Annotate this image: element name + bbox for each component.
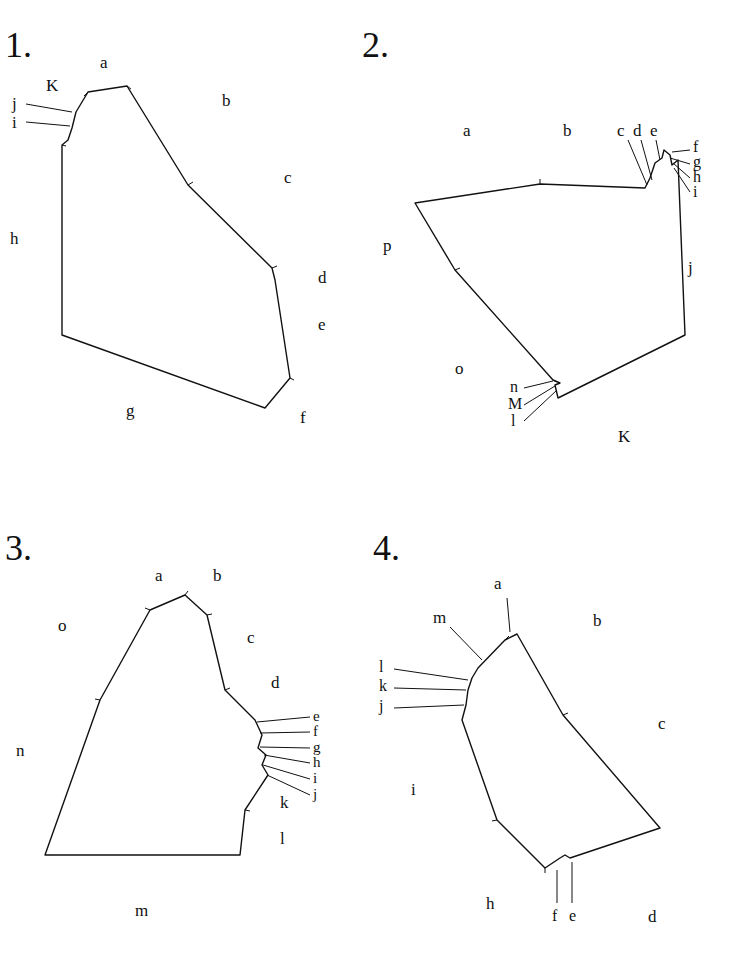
edge-letter: j [379,698,383,714]
edge-letter: f [552,908,557,924]
figure-number: 1. [5,27,32,63]
pattern-piece [62,86,290,408]
edge-letter: d [318,269,327,286]
edge-letter: h [10,230,19,247]
edge-letter: p [383,237,392,254]
edge-letter: l [379,659,383,675]
figure-number: 2. [362,27,389,63]
edge-letter: c [617,122,625,139]
edge-letter: j [688,259,693,276]
edge-letter: k [379,678,387,694]
edge-letter: g [126,402,135,419]
edge-letter: c [284,169,292,186]
edge-letter: e [318,316,326,333]
edge-letter: n [510,379,518,395]
pattern-piece [462,634,660,868]
edge-letter: j [313,787,317,802]
edge-letter: f [693,139,698,155]
edge-letter: c [247,629,255,646]
edge-letter: a [463,122,471,139]
figure-number: 4. [373,530,400,566]
edge-letter: d [633,122,642,139]
edge-letter: c [658,715,666,732]
edge-letter: M [508,396,522,412]
pattern-piece [45,595,268,855]
edge-letter: g [313,740,321,755]
edge-letter: a [494,575,502,592]
edge-letter: b [213,567,222,584]
edge-letter: h [486,895,495,912]
edge-letter: a [100,54,108,71]
edge-letter: g [693,154,701,170]
edge-letter: d [271,674,280,691]
edge-letter: f [313,724,318,739]
edge-letter: b [222,92,231,109]
edge-letter: K [618,428,630,445]
edge-letter: a [155,567,163,584]
edge-letter: e [650,122,658,139]
edge-letter: e [569,908,576,924]
edge-letter: d [648,908,657,925]
edge-letter: o [455,360,464,377]
figure-number: 3. [5,530,32,566]
edge-letter: K [46,77,58,94]
edge-letter: o [58,617,67,634]
edge-letter: e [313,709,320,724]
edge-letter: l [280,830,285,847]
edge-letter: f [300,409,306,426]
edge-letter: h [693,169,701,185]
edge-letter: n [16,742,25,759]
edge-letter: m [135,902,148,919]
edge-letter: i [12,114,17,131]
edge-letter: h [313,755,321,770]
pattern-piece [415,150,685,398]
edge-letter: l [511,413,515,429]
edge-letter: m [433,609,446,626]
edge-letter: i [313,771,317,786]
edge-letter: b [563,122,572,139]
edge-letter: k [280,794,289,811]
edge-letter: i [411,781,416,798]
edge-letter: j [12,95,17,112]
edge-letter: i [693,184,697,200]
edge-letter: b [593,612,602,629]
